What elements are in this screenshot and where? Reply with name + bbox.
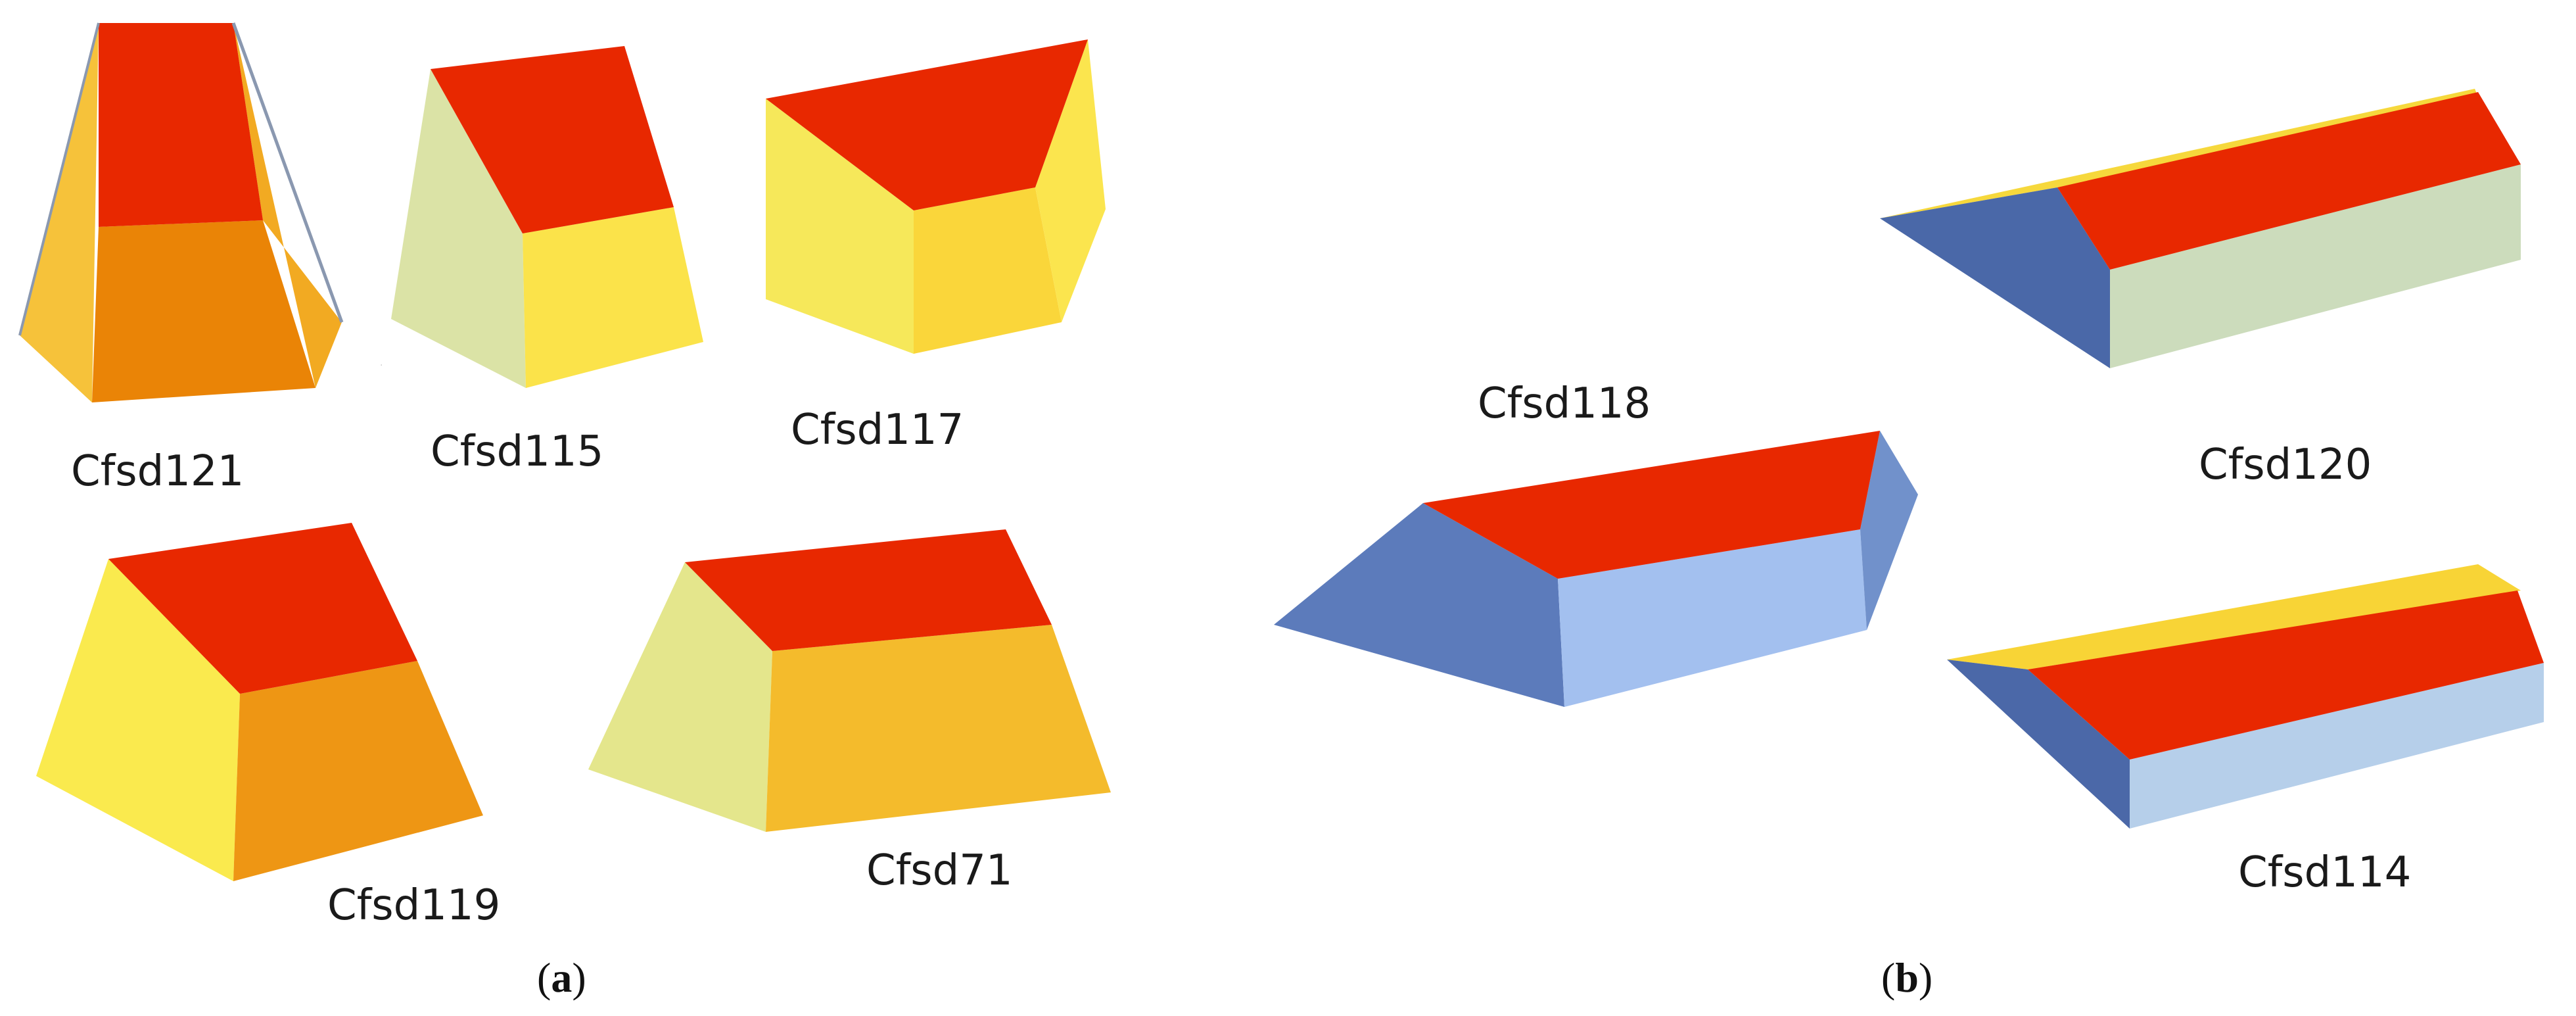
hip-end-left — [1274, 503, 1564, 707]
label-cfsd71: Cfsd71 — [866, 846, 1013, 895]
gable-wall — [36, 559, 240, 881]
right-wall — [1035, 39, 1106, 322]
front-wall — [766, 625, 1111, 832]
shape-cfsd71 — [588, 529, 1111, 832]
label-cfsd114: Cfsd114 — [2238, 848, 2411, 897]
shape-cfsd117 — [766, 39, 1106, 354]
front-wall — [523, 207, 703, 388]
front-wall — [2110, 164, 2521, 368]
front-wall — [2130, 663, 2544, 829]
panel-label-b-open: ( — [1881, 954, 1895, 1001]
edge-line — [18, 22, 100, 336]
side-wall — [391, 69, 526, 388]
end-wall — [1880, 187, 2110, 368]
right-wall — [233, 23, 342, 388]
panel-label-b-close: ) — [1919, 954, 1932, 1001]
gable-wall — [588, 562, 772, 832]
panel-b — [1274, 89, 2544, 829]
roof-face — [431, 46, 674, 233]
left-wall — [766, 99, 914, 354]
roof-face — [2028, 591, 2544, 760]
roof-face — [108, 523, 417, 694]
roof-face — [2057, 92, 2521, 270]
artifact-mark: · — [380, 360, 383, 371]
roof-ridge-edge — [1880, 89, 2478, 218]
front-wall — [233, 661, 483, 881]
shape-cfsd118 — [1274, 431, 1918, 707]
label-cfsd120: Cfsd120 — [2199, 441, 2372, 489]
shape-cfsd119 — [36, 523, 483, 881]
label-cfsd119: Cfsd119 — [327, 881, 500, 930]
end-wall — [1947, 660, 2130, 829]
panel-label-a-close: ) — [572, 954, 586, 1001]
front-wall — [1558, 529, 1867, 707]
panel-label-a-open: ( — [537, 954, 551, 1001]
panel-label-b: (b) — [1881, 954, 1932, 1001]
roof-face — [99, 23, 263, 227]
panel-label-a: (a) — [537, 954, 586, 1001]
shape-cfsd114 — [1947, 564, 2544, 829]
label-cfsd118: Cfsd118 — [1478, 379, 1651, 428]
shape-cfsd121 — [18, 22, 344, 402]
roof-face — [1423, 431, 1880, 579]
roof-face — [685, 529, 1052, 651]
front-wall — [92, 220, 316, 402]
panel-a: · — [18, 22, 1111, 881]
hip-end-right — [1860, 431, 1918, 630]
roof-face — [766, 39, 1088, 210]
panel-label-a-letter: a — [551, 954, 572, 1001]
label-cfsd121: Cfsd121 — [71, 447, 244, 496]
left-wall — [20, 23, 99, 402]
roof-top — [1947, 564, 2521, 669]
front-wall — [914, 187, 1062, 354]
shape-cfsd115 — [391, 46, 703, 388]
label-cfsd115: Cfsd115 — [431, 427, 603, 476]
edge-line — [231, 22, 344, 323]
panel-label-b-letter: b — [1895, 954, 1919, 1001]
shape-cfsd120 — [1880, 89, 2521, 368]
label-cfsd117: Cfsd117 — [791, 406, 964, 454]
